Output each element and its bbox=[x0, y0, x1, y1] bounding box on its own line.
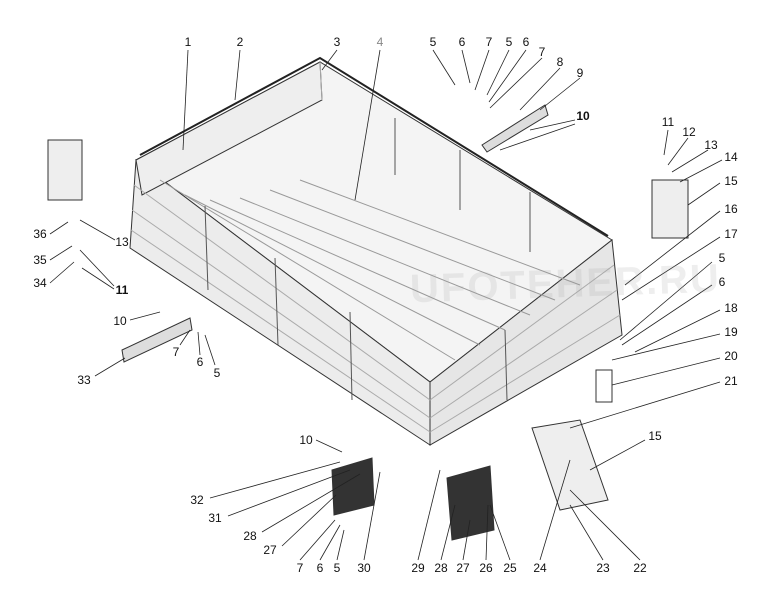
callout-label: 6 bbox=[458, 35, 466, 49]
callout-label: 27 bbox=[263, 543, 277, 557]
callout-label: 13 bbox=[704, 138, 718, 152]
callout-label: 11 bbox=[115, 283, 129, 297]
callout-label: 28 bbox=[434, 561, 448, 575]
callout-label: 27 bbox=[456, 561, 470, 575]
callout-label: 15 bbox=[648, 429, 662, 443]
callout-label: 4 bbox=[376, 35, 384, 49]
callout-label: 6 bbox=[522, 35, 530, 49]
mudflap-right bbox=[446, 465, 495, 541]
callout-label: 10 bbox=[576, 109, 590, 123]
plate-right bbox=[595, 369, 613, 403]
side-hinge-part bbox=[47, 139, 83, 201]
callout-label: 10 bbox=[113, 314, 127, 328]
callout-label: 33 bbox=[77, 373, 91, 387]
callout-label: 14 bbox=[724, 150, 738, 164]
callout-label: 17 bbox=[724, 227, 738, 241]
callout-label: 30 bbox=[357, 561, 371, 575]
callout-label: 16 bbox=[724, 202, 738, 216]
mudguard-bracket-left bbox=[121, 317, 193, 363]
callout-label: 5 bbox=[505, 35, 513, 49]
callout-label: 7 bbox=[485, 35, 493, 49]
callout-label: 18 bbox=[724, 301, 738, 315]
mount-bracket-part bbox=[651, 179, 689, 239]
callout-label: 31 bbox=[208, 511, 222, 525]
callout-label: 6 bbox=[316, 561, 324, 575]
callout-label: 7 bbox=[296, 561, 304, 575]
callout-label: 2 bbox=[236, 35, 244, 49]
callout-label: 3 bbox=[333, 35, 341, 49]
callout-label: 34 bbox=[33, 276, 47, 290]
callout-label: 32 bbox=[190, 493, 204, 507]
callout-label: 7 bbox=[172, 345, 180, 359]
callout-label: 20 bbox=[724, 349, 738, 363]
callout-label: 24 bbox=[533, 561, 547, 575]
callout-label: 13 bbox=[115, 235, 129, 249]
callout-label: 5 bbox=[429, 35, 437, 49]
callout-label: 8 bbox=[556, 55, 564, 69]
callout-label: 35 bbox=[33, 253, 47, 267]
cargo-body-front-side bbox=[429, 239, 623, 446]
callout-label: 29 bbox=[411, 561, 425, 575]
callout-label: 9 bbox=[576, 66, 584, 80]
callout-label: 22 bbox=[633, 561, 647, 575]
callout-label: 26 bbox=[479, 561, 493, 575]
callout-label: 15 bbox=[724, 174, 738, 188]
callout-label: 28 bbox=[243, 529, 257, 543]
callout-label: 21 bbox=[724, 374, 738, 388]
callout-label: 25 bbox=[503, 561, 517, 575]
callout-label: 11 bbox=[661, 115, 675, 129]
callout-label: 10 bbox=[299, 433, 313, 447]
bracket-top bbox=[481, 104, 549, 153]
callout-label: 5 bbox=[333, 561, 341, 575]
callout-label: 7 bbox=[538, 45, 546, 59]
callout-label: 19 bbox=[724, 325, 738, 339]
callout-label: 36 bbox=[33, 227, 47, 241]
callout-label: 1 bbox=[184, 35, 192, 49]
callout-label: 6 bbox=[718, 275, 726, 289]
callout-label: 5 bbox=[213, 366, 221, 380]
callout-label: 5 bbox=[718, 251, 726, 265]
callout-label: 6 bbox=[196, 355, 204, 369]
callout-label: 23 bbox=[596, 561, 610, 575]
rear-panel-right bbox=[531, 419, 609, 511]
callout-label: 12 bbox=[682, 125, 696, 139]
